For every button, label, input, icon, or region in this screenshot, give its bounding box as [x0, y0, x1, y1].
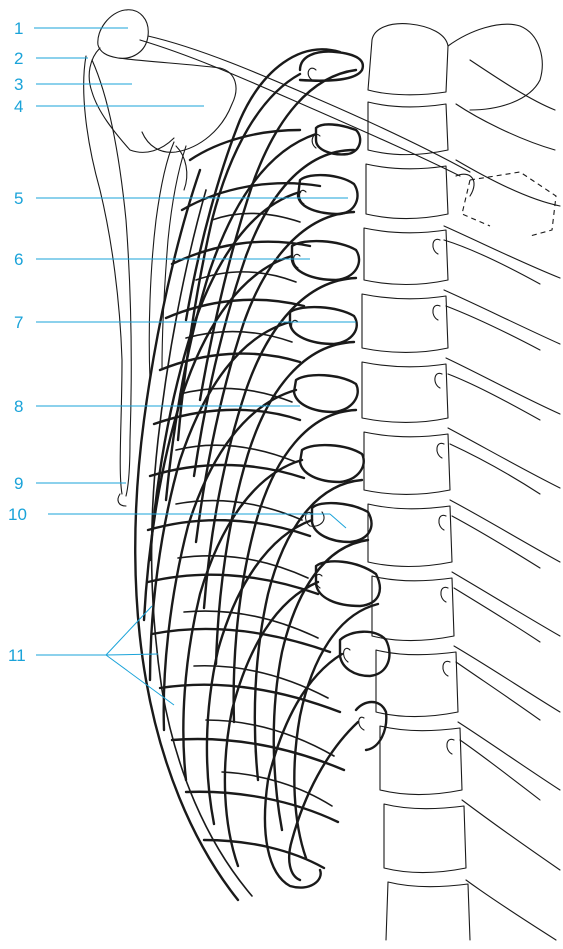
- label-8: 8: [14, 397, 23, 416]
- rib-heads: [290, 52, 389, 750]
- label-6: 6: [14, 250, 23, 269]
- labels: 1 2 3 4 5 6 7 8 9 10 11: [8, 19, 27, 665]
- label-11: 11: [8, 646, 26, 665]
- label-3: 3: [14, 75, 23, 94]
- vertebral-column: [362, 24, 560, 940]
- label-2: 2: [14, 49, 23, 68]
- label-5: 5: [14, 189, 23, 208]
- label-4: 4: [14, 97, 23, 116]
- label-9: 9: [14, 474, 23, 493]
- label-10: 10: [8, 505, 27, 524]
- label-leaders: [34, 28, 356, 705]
- label-1: 1: [14, 19, 23, 38]
- label-7: 7: [14, 313, 23, 332]
